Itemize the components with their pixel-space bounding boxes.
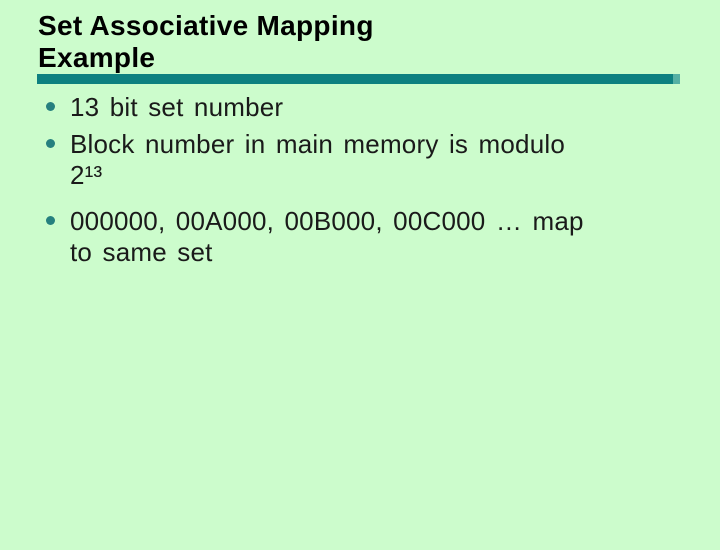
circle-bullet-icon bbox=[46, 216, 55, 225]
slide: Set Associative Mapping Example 13 bit s… bbox=[0, 10, 720, 550]
circle-bullet-icon bbox=[46, 102, 55, 111]
slide-title: Set Associative Mapping Example bbox=[38, 10, 374, 73]
bullet-item: Block number in main memory is modulo 2¹… bbox=[38, 129, 698, 191]
bullet-item: 000000, 00A000, 00B000, 00C000 … map to … bbox=[38, 206, 698, 268]
bullet-text: 000000, 00A000, 00B000, 00C000 … map to … bbox=[70, 206, 584, 267]
circle-bullet-icon bbox=[46, 139, 55, 148]
title-divider bbox=[37, 74, 680, 84]
bullet-text: Block number in main memory is modulo 2¹… bbox=[70, 129, 566, 190]
bullet-item: 13 bit set number bbox=[38, 92, 698, 123]
bullet-text: 13 bit set number bbox=[70, 92, 284, 122]
bullet-list: 13 bit set number Block number in main m… bbox=[38, 92, 698, 268]
